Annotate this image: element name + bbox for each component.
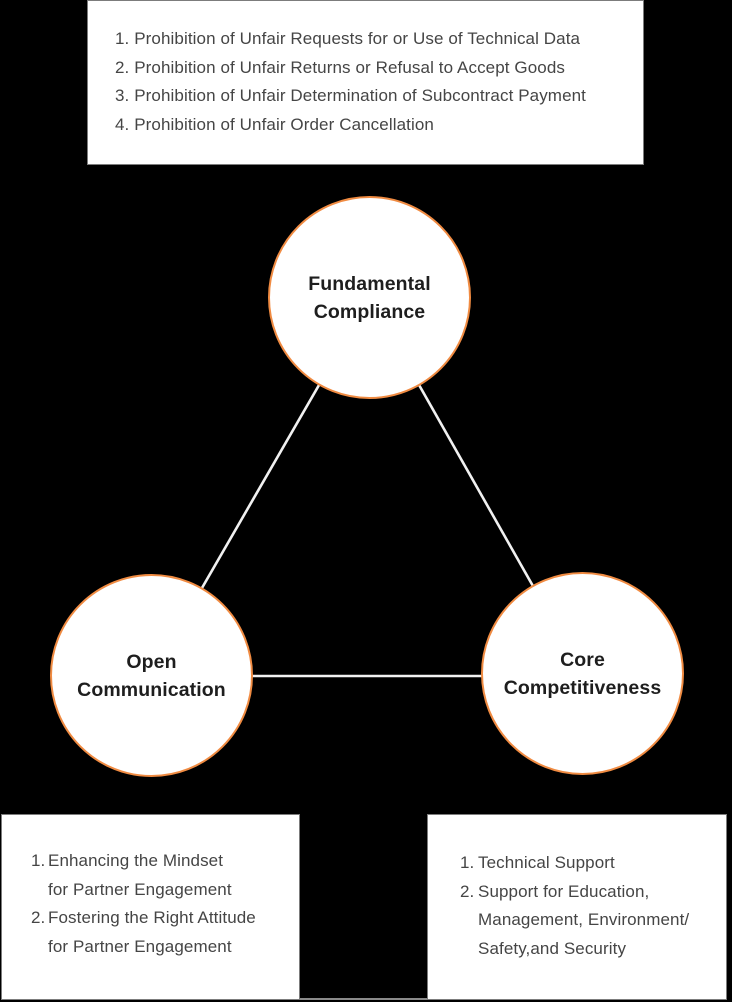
circle-label-line: Communication [77, 678, 226, 701]
item-line: Safety,and Security [478, 938, 627, 958]
item-line: Management, Environment/ [478, 910, 690, 930]
communication-item-1: 1. Enhancing the Mindset for Partner Eng… [31, 847, 295, 904]
circle-open-communication: Open Communication [50, 574, 253, 777]
item-number: 1. [460, 853, 475, 872]
prohibition-item-1: 1. Prohibition of Unfair Requests for or… [115, 29, 581, 48]
item-line: for Partner Engagement [48, 879, 232, 899]
fundamental-compliance-detail-box: 1. Prohibition of Unfair Requests for or… [87, 0, 644, 165]
circle-label-core-competitiveness: Core Competitiveness [504, 646, 662, 702]
circle-label-line: Fundamental [308, 272, 431, 295]
competitiveness-item-2: 2. Support for Education, Management, En… [460, 878, 722, 964]
circle-core-competitiveness: Core Competitiveness [481, 572, 684, 775]
bottom-divider-line [300, 998, 428, 1000]
prohibition-item-4: 4. Prohibition of Unfair Order Cancellat… [115, 114, 434, 134]
item-line: Fostering the Right Attitude [48, 908, 256, 928]
item-number: 1. [31, 851, 46, 870]
circle-label-line: Competitiveness [503, 676, 662, 699]
prohibition-item-3: 3. Prohibition of Unfair Determination o… [115, 86, 587, 106]
circle-label-line: Open [126, 650, 177, 673]
item-line: Technical Support [478, 853, 615, 872]
circle-label-fundamental-compliance: Fundamental Compliance [308, 270, 430, 326]
circle-label-line: Compliance [313, 300, 426, 323]
communication-item-2: 2. Fostering the Right Attitude for Part… [31, 904, 295, 961]
competitiveness-item-1: 1. Technical Support [460, 849, 722, 878]
item-line: for Partner Engagement [48, 936, 232, 956]
circle-label-open-communication: Open Communication [77, 648, 226, 704]
circle-fundamental-compliance: Fundamental Compliance [268, 196, 471, 399]
item-number: 2. [460, 881, 475, 901]
circle-label-line: Core [560, 648, 605, 671]
item-number: 2. [31, 908, 46, 928]
item-line: Enhancing the Mindset [48, 851, 224, 870]
open-communication-detail-box: 1. Enhancing the Mindset for Partner Eng… [1, 814, 300, 1000]
prohibition-item-2: 2. Prohibition of Unfair Returns or Refu… [115, 57, 566, 77]
core-competitiveness-detail-box: 1. Technical Support 2. Support for Educ… [427, 814, 727, 1000]
item-line: Support for Education, [478, 881, 650, 901]
